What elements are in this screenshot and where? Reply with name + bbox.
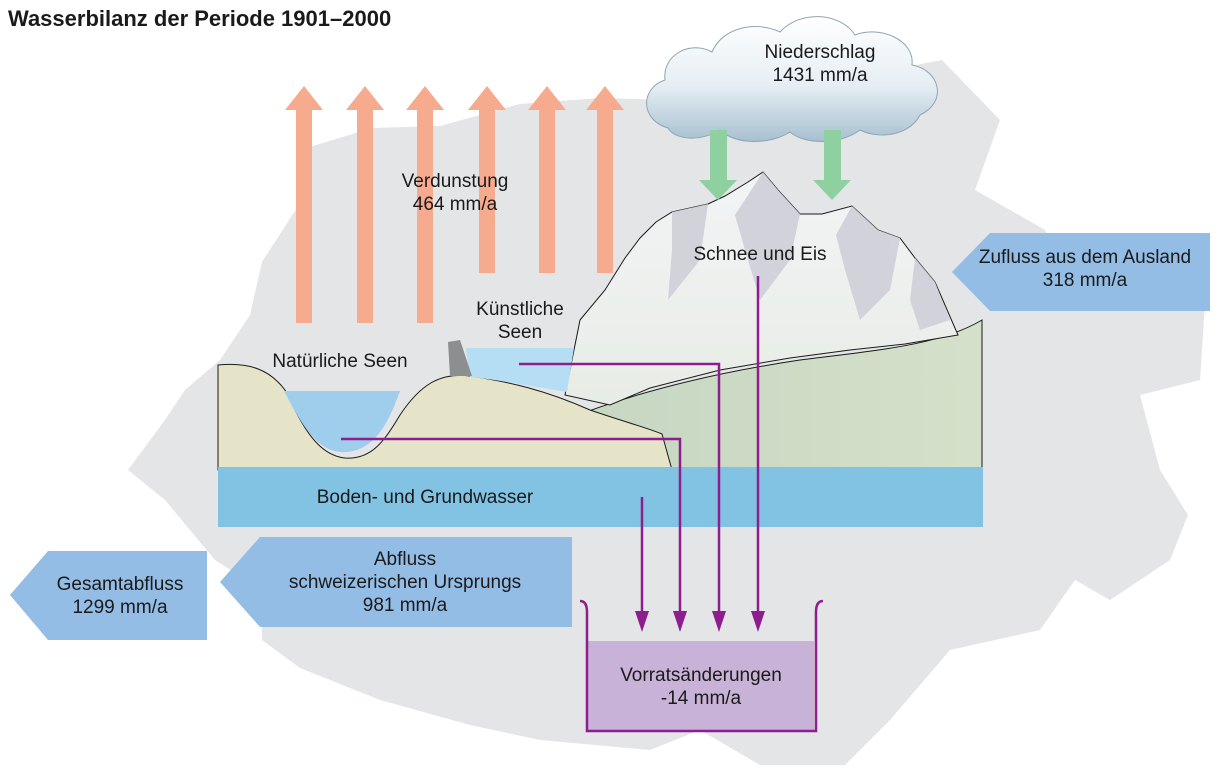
storage-change-label: Vorratsänderungen -14 mm/a <box>588 664 814 710</box>
evaporation-arrow-2 <box>346 86 384 323</box>
flow-arrowheads <box>635 611 765 632</box>
artificial-lakes-line2: Seen <box>497 322 543 343</box>
outflow-swiss-origin-value: 981 mm/a <box>362 595 448 616</box>
flow-line-reservoir <box>519 362 721 613</box>
natural-lake <box>284 391 400 453</box>
outflow-swiss-origin-line2: schweizerischen Ursprungs <box>288 572 522 593</box>
total-outflow-value: 1299 mm/a <box>72 597 168 618</box>
total-outflow-label: Gesamtabfluss 1299 mm/a <box>30 573 210 619</box>
outflow-swiss-origin-line1: Abfluss <box>373 549 437 570</box>
artificial-lakes-line1: Künstliche <box>476 299 564 320</box>
flow-arrowhead-reservoir <box>712 611 726 632</box>
evaporation-arrow-4 <box>468 86 506 273</box>
storage-box-fill <box>588 641 814 730</box>
artificial-lakes-label: Künstliche Seen <box>440 298 600 344</box>
flow-line-lake <box>341 437 682 613</box>
inflow-label: Zufluss aus dem Ausland 318 mm/a <box>955 246 1215 292</box>
inflow-arrow <box>952 233 1210 311</box>
flow-arrowhead-snow <box>751 611 765 632</box>
storage-box-outline <box>579 599 824 733</box>
precipitation-arrow-1 <box>699 130 737 200</box>
precipitation-arrow-2 <box>813 130 851 200</box>
evaporation-arrow-5 <box>528 86 566 273</box>
storage-change-name: Vorratsänderungen <box>620 665 782 686</box>
snow-ice-label: Schnee und Eis <box>693 244 827 265</box>
total-outflow-arrow <box>10 551 207 640</box>
outflow-swiss-origin-label: Abfluss schweizerischen Ursprungs 981 mm… <box>250 548 560 617</box>
evaporation-arrow-6 <box>586 86 624 273</box>
evaporation-name: Verdunstung <box>401 171 509 192</box>
evaporation-arrow-1 <box>285 86 323 323</box>
evaporation-arrow-3 <box>406 86 444 323</box>
groundwater-layer <box>218 467 983 527</box>
precipitation-arrows <box>699 130 851 200</box>
groundwater-label: Boden- und Grundwasser <box>316 487 534 508</box>
total-outflow-name: Gesamtabfluss <box>56 574 184 595</box>
reservoir <box>466 348 574 392</box>
dam <box>448 340 472 376</box>
evaporation-arrows <box>285 86 624 323</box>
flow-arrowhead-groundwater <box>635 611 649 632</box>
flow-arrowhead-lake <box>673 611 687 632</box>
inflow-name: Zufluss aus dem Ausland <box>978 247 1192 268</box>
flow-lines <box>341 276 760 613</box>
mountain-shading <box>668 172 950 330</box>
precipitation-name: Niederschlag <box>764 42 876 63</box>
evaporation-label: Verdunstung 464 mm/a <box>375 170 535 216</box>
precipitation-value: 1431 mm/a <box>772 65 868 86</box>
cloud <box>646 16 938 142</box>
precipitation-label: Niederschlag 1431 mm/a <box>740 41 900 87</box>
diagram-title: Wasserbilanz der Periode 1901–2000 <box>8 6 392 31</box>
inflow-value: 318 mm/a <box>1042 270 1128 291</box>
evaporation-value: 464 mm/a <box>412 194 498 215</box>
outflow-swiss-origin-arrow <box>220 537 572 627</box>
natural-lakes-label: Natürliche Seen <box>272 351 408 372</box>
storage-change-value: -14 mm/a <box>660 688 742 709</box>
